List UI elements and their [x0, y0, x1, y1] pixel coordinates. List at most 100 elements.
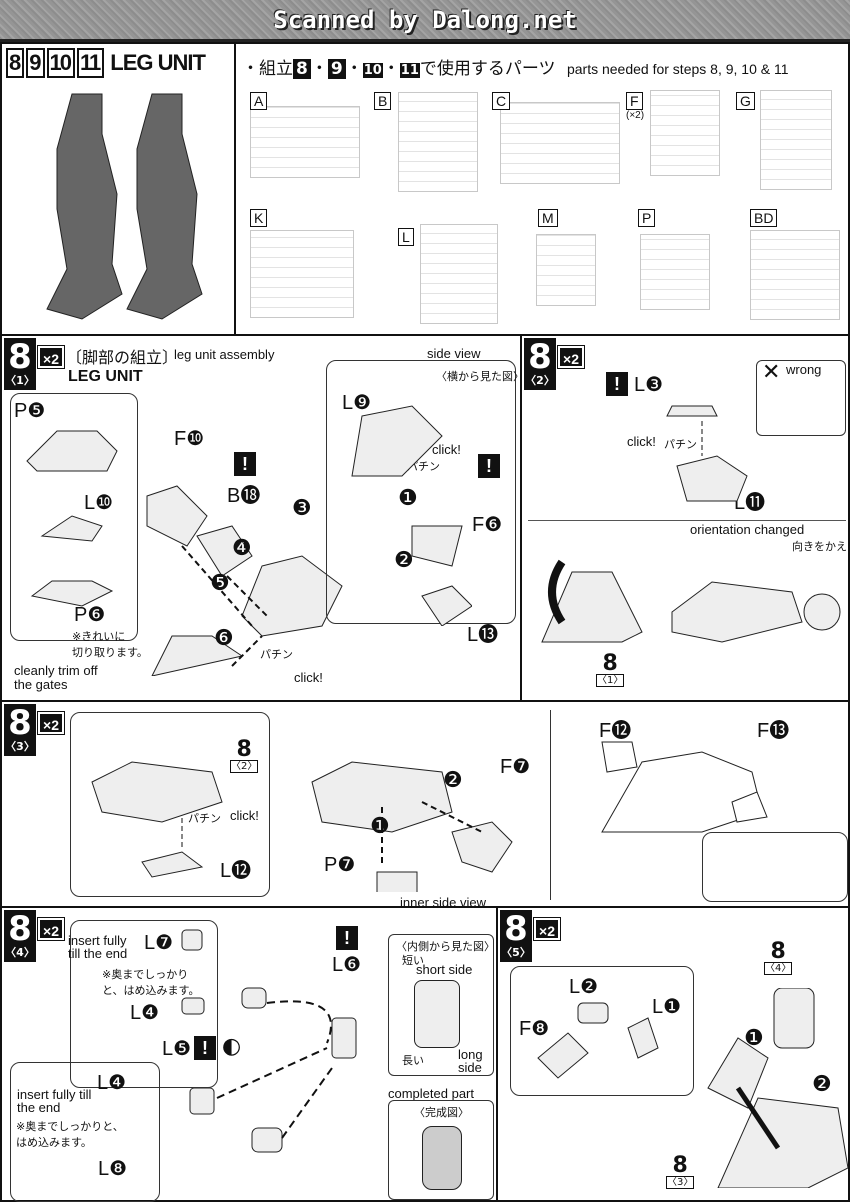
long-side-label: long side [458, 1047, 483, 1075]
part-label: L❻ [332, 954, 362, 976]
runner-c [500, 102, 620, 184]
order-number: ❷ [394, 548, 414, 573]
step-box: 8 [6, 48, 25, 78]
part-diagram [537, 1002, 659, 1079]
order-number: ❷ [443, 768, 463, 793]
part-label: L⓬ [220, 860, 252, 882]
inner-view-part [414, 980, 460, 1048]
step-no: 8 [8, 337, 32, 377]
side-view-label: side view [427, 346, 481, 361]
title-en: leg unit assembly [174, 347, 275, 362]
runner-b [398, 92, 478, 192]
runner-label-bd: BD [750, 209, 778, 227]
leg-unit-overview: 8 9 10 11 LEG UNIT [0, 42, 236, 336]
runner-f-qty: (×2) [626, 110, 645, 121]
runner-a [250, 106, 360, 178]
step-numbers: 8 9 10 11 LEG UNIT [6, 48, 206, 78]
assembly-diagram [146, 485, 343, 676]
orientation-mark-icon: ◐ [222, 1034, 242, 1059]
short-side-label: short side [416, 962, 473, 977]
part-label: L❺ [162, 1038, 192, 1060]
part-label: L⓭ [467, 624, 499, 646]
trim-note-jp: ※きれいに 切り取ります。 [72, 630, 148, 659]
orientation-diagram [541, 559, 841, 643]
runner-bd [750, 230, 840, 320]
runner-label-g: G [736, 92, 755, 110]
part-label: F❻ [472, 514, 503, 536]
ref-sub: 〈1〉 [596, 674, 625, 687]
trim-detail-box [10, 393, 138, 641]
reference-step: 8〈1〉 [596, 651, 625, 687]
part-label: P❼ [324, 854, 356, 876]
orientation-note-jp: 向きをかえます。 [792, 540, 850, 553]
order-number: ❹ [232, 536, 252, 561]
runner-label-b: B [374, 92, 392, 110]
part-label: L❷ [569, 976, 599, 998]
detail-box [70, 712, 270, 897]
step-title: LEG UNIT [68, 368, 143, 385]
step-box: 9 [26, 48, 45, 78]
part-label: L⓫ [734, 492, 766, 514]
order-number: ❷ [812, 1072, 832, 1097]
click-note: click! [627, 434, 656, 449]
runner-label-c: C [492, 92, 511, 110]
ref-no: 8 [236, 737, 252, 762]
watermark-header: Scanned by Dalong.net [0, 0, 850, 42]
part-label: F❽ [519, 1018, 550, 1040]
quantity-badge: ×2 [37, 711, 65, 735]
reference-step: 8〈4〉 [764, 941, 793, 975]
step-badge: 9 [327, 59, 346, 79]
step-no: 8 [8, 703, 32, 743]
runner-m [536, 234, 596, 306]
step-8-2-panel: 8〈2〉 ×2 ! L❸ ✕ wrong click! パチン L⓫ orien… [520, 334, 850, 702]
order-number: ❶ [398, 486, 418, 511]
step-sub: 〈4〉 [5, 946, 35, 959]
inner-view-box [388, 934, 494, 1076]
inner-view-label: inner side view [400, 895, 486, 910]
step-8-3-panel: 8〈3〉 ×2 8〈2〉 パチン click! L⓬ ❶ ❷ F❼ P❼ F⓬ … [0, 700, 850, 908]
step-sub: 〈1〉 [5, 374, 35, 387]
ref-no: 8 [672, 1153, 688, 1178]
step-8-4-panel: 8〈4〉 ×2 insert fully till the end L❼ ※奥ま… [0, 895, 498, 1202]
quantity-badge: ×2 [557, 345, 585, 369]
part-label: F⓬ [599, 720, 632, 742]
reference-step: 8〈2〉 [230, 737, 259, 773]
part-label: L❼ [144, 932, 174, 954]
completed-jp: 〈完成図〉 [414, 1106, 469, 1119]
step-number: 8〈4〉 [4, 910, 36, 962]
insert-note: insert fully till the end [17, 1087, 92, 1115]
caution-icon: ! [606, 372, 628, 396]
part-label: P❺ [14, 400, 46, 422]
side-view-jp: 〈横から見た図〉 [436, 370, 524, 383]
side-assembly-diagram [351, 405, 472, 626]
part-label: L❾ [342, 392, 372, 414]
step-no: 8 [504, 909, 528, 949]
step-no: 8 [8, 909, 32, 949]
step-number: 8〈3〉 [4, 704, 36, 756]
ref-sub: 〈4〉 [764, 962, 793, 975]
reference-step: 8〈3〉 [666, 1153, 695, 1189]
part-diagram [91, 761, 223, 878]
order-number: ❺ [210, 571, 230, 596]
short-side-jp: 短い [402, 954, 424, 967]
part-label: B⓲ [227, 485, 261, 507]
step-8-5-panel: 8〈5〉 ×2 L❷ L❶ F❽ 8〈4〉 ❶ ❷ 8〈3〉 [496, 906, 850, 1202]
inner-view-jp: 〈内側から見た図〉 [396, 940, 495, 953]
step-number: 8〈2〉 [524, 338, 556, 390]
quantity-badge: ×2 [37, 345, 65, 369]
runner-label-p: P [638, 209, 656, 227]
runner-l [420, 224, 498, 324]
click-note: click! [294, 670, 323, 685]
orientation-note: orientation changed [690, 522, 805, 537]
part-label: L❸ [634, 374, 664, 396]
runner-label-a: A [250, 92, 268, 110]
ref-no: 8 [602, 651, 618, 676]
part-label: L❶ [652, 996, 682, 1018]
assembly-diagram [601, 741, 768, 833]
caution-icon: ! [234, 452, 256, 476]
step-badge: 10 [362, 63, 383, 78]
snap-sound: パチン [664, 438, 697, 451]
caution-icon: ! [478, 454, 500, 478]
part-label: P❻ [74, 604, 106, 626]
